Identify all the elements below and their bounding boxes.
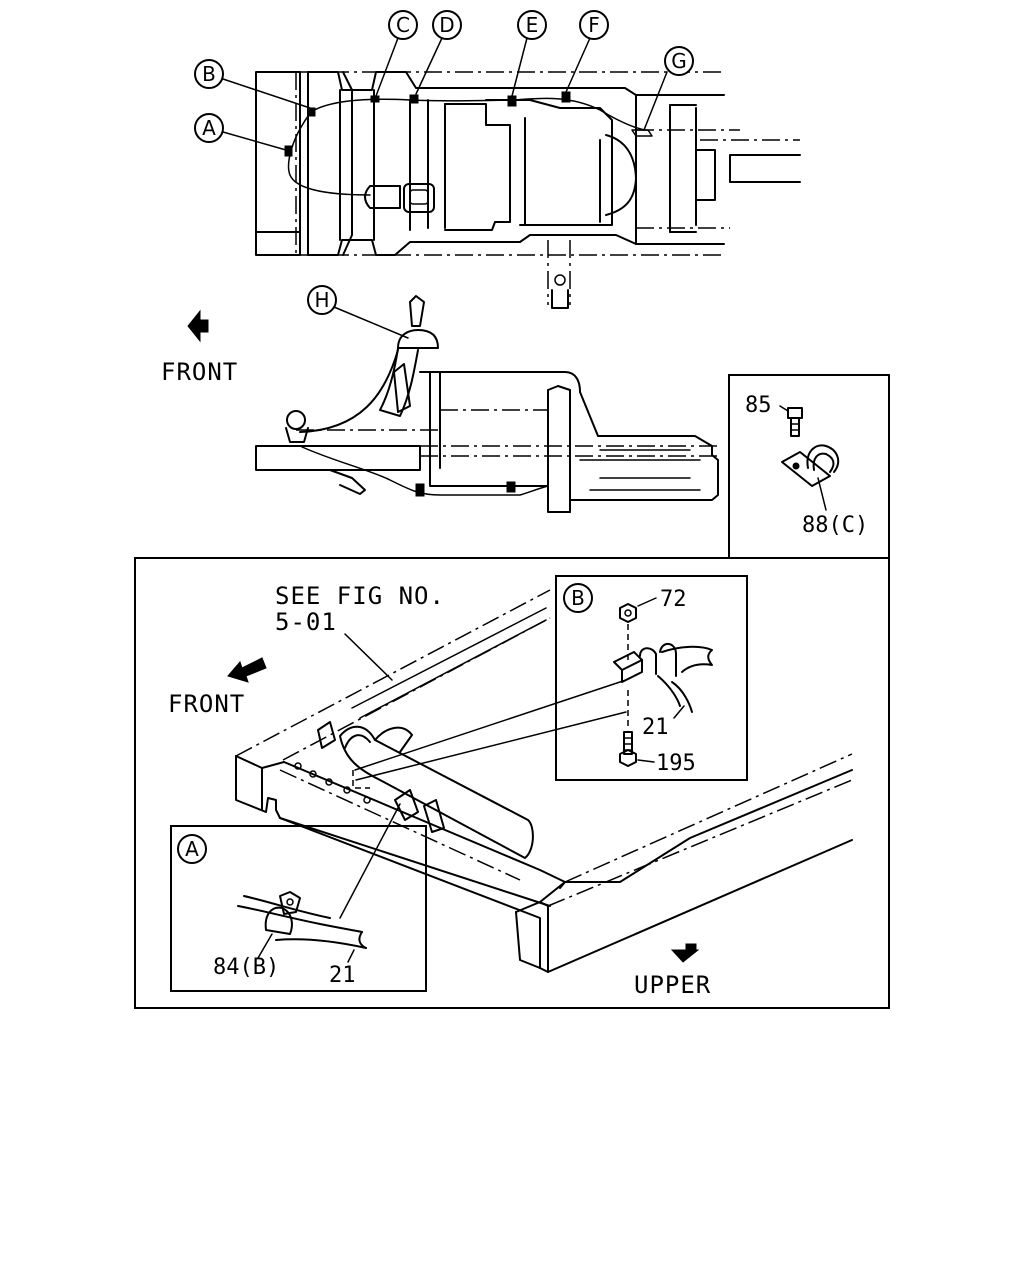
callout-f: F xyxy=(579,10,609,40)
clip-bracket-b-icon xyxy=(613,643,713,713)
nut-72-icon xyxy=(619,597,657,623)
frame-perspective xyxy=(235,589,853,973)
detail-b-tag: B xyxy=(563,583,593,613)
clip-84b-icon xyxy=(237,891,367,949)
part-label-88c: 88(C) xyxy=(802,513,868,538)
callout-h-leader xyxy=(333,306,409,339)
callout-a: A xyxy=(194,113,224,143)
top-plan-view xyxy=(255,71,801,309)
front-arrow-icon xyxy=(187,309,209,343)
svg-text:C: C xyxy=(396,13,410,37)
svg-text:D: D xyxy=(439,13,454,37)
see-fig-text: SEE FIG NO. xyxy=(275,582,445,610)
front-arrow-detail-icon xyxy=(227,657,267,683)
part-label-195: 195 xyxy=(656,751,696,776)
detail-panel xyxy=(134,557,890,1009)
svg-text:B: B xyxy=(202,62,216,86)
part-label-21-a: 21 xyxy=(329,963,356,988)
part-21b-leader xyxy=(673,705,685,719)
detail-a-tag: A xyxy=(177,834,207,864)
front-label-detail: FRONT xyxy=(168,690,245,718)
callout-g: G xyxy=(664,46,694,76)
clip-88c-icon xyxy=(781,444,840,487)
upper-label: UPPER xyxy=(634,971,711,999)
part-label-84b: 84(B) xyxy=(213,955,279,980)
callout-leaders-top xyxy=(222,37,668,151)
detail-a-box xyxy=(170,825,427,992)
svg-text:F: F xyxy=(588,13,600,37)
callout-c: C xyxy=(388,10,418,40)
see-fig-number: 5-01 xyxy=(275,608,337,636)
upper-arrow-icon xyxy=(670,943,700,963)
part-84b-leader xyxy=(257,933,273,959)
see-fig-leader xyxy=(344,633,393,681)
svg-text:E: E xyxy=(526,13,539,37)
part-label-21-b: 21 xyxy=(642,715,669,740)
part-21a-leader xyxy=(347,949,355,963)
callout-b: B xyxy=(194,59,224,89)
part-88c-leader xyxy=(817,477,827,511)
bolt-85-icon xyxy=(779,405,803,437)
front-label-top: FRONT xyxy=(161,358,238,386)
side-elevation-view xyxy=(255,295,720,513)
callout-e: E xyxy=(517,10,547,40)
svg-text:B: B xyxy=(571,586,585,610)
svg-text:G: G xyxy=(671,49,687,73)
callout-h: H xyxy=(307,285,337,315)
part-label-85: 85 xyxy=(745,393,772,418)
bolt-195-icon xyxy=(619,731,655,767)
callout-d: D xyxy=(432,10,462,40)
svg-text:A: A xyxy=(202,116,216,140)
svg-text:H: H xyxy=(314,288,329,312)
detail-b-box xyxy=(555,575,748,781)
part-label-72: 72 xyxy=(660,587,687,612)
svg-text:A: A xyxy=(185,837,199,861)
